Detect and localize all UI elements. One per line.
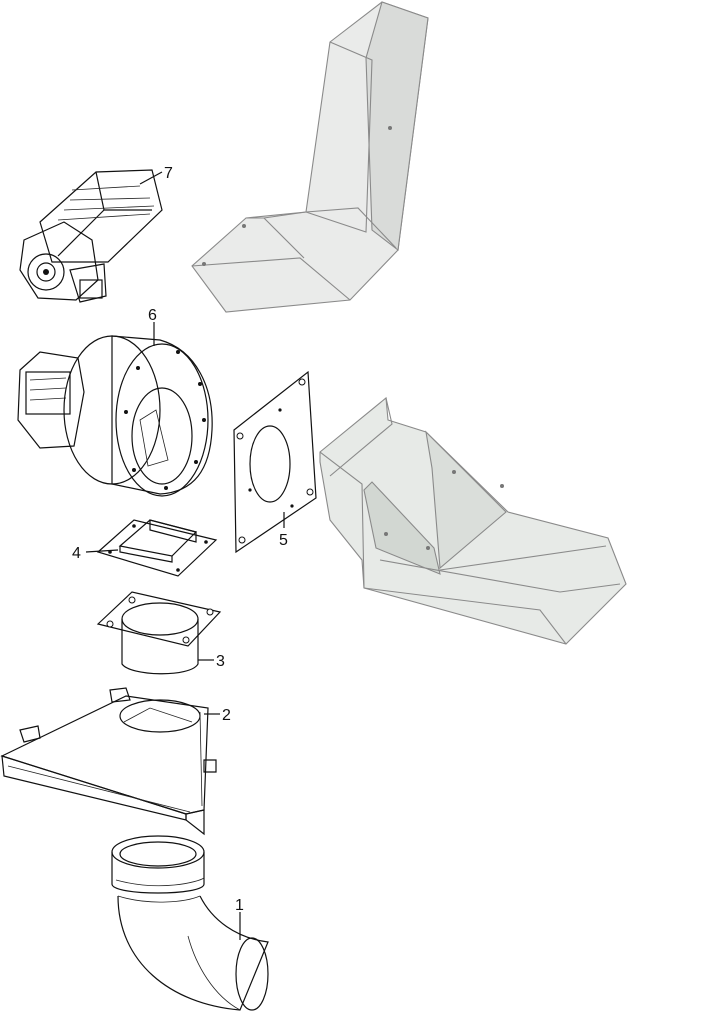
flange-plate (96, 519, 218, 577)
callout-2: 2 (222, 707, 231, 724)
leader-lines (85, 171, 285, 940)
radial-blower-housing (17, 335, 213, 497)
transparent-lower-duct (319, 396, 627, 645)
callout-6: 6 (148, 307, 157, 324)
callout-1: 1 (235, 897, 244, 914)
callout-numbers: 7 6 5 4 3 2 1 (72, 165, 288, 914)
collar-ring (96, 591, 222, 675)
leader-line-7 (139, 171, 163, 185)
elbow-pipe (111, 835, 269, 1011)
callout-3: 3 (216, 653, 225, 670)
gasket-plate (233, 370, 317, 554)
crossflow-blower (19, 169, 163, 303)
callout-7: 7 (164, 165, 173, 182)
callout-4: 4 (72, 545, 81, 562)
transition-hood (0, 687, 217, 836)
callout-5: 5 (279, 532, 288, 549)
transparent-upper-duct (191, 1, 429, 313)
leader-line-4 (85, 549, 119, 553)
